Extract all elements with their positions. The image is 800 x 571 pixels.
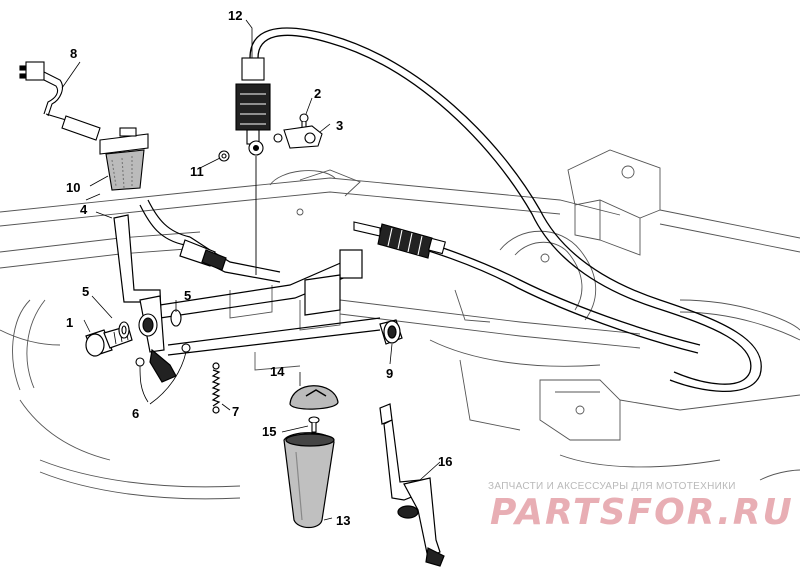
- lever-arm-4: [113, 214, 177, 383]
- nut-9: [379, 319, 403, 345]
- callout-7: 7: [232, 404, 239, 419]
- watermark: ЗАПЧАСТИ И АКСЕССУАРЫ ДЛЯ МОТОТЕХНИКИ PA…: [488, 481, 794, 533]
- callout-9: 9: [386, 366, 393, 381]
- leader-lines: [61, 19, 441, 521]
- callout-15: 15: [262, 424, 276, 439]
- cable-12-upper-fitting: [235, 57, 271, 156]
- callout-14: 14: [270, 364, 285, 379]
- bracket-3: [273, 125, 323, 149]
- callout-labels: 1 2 3 4 5 5 6 7 8 9 10 11 12 13 14 15 16: [66, 8, 452, 528]
- cable-boot-front: [353, 221, 446, 259]
- callout-6: 6: [132, 406, 139, 421]
- grip-10: [99, 127, 149, 191]
- callout-12: 12: [228, 8, 242, 23]
- cable-lower: [139, 199, 281, 283]
- switch-8: [19, 61, 101, 141]
- callout-2: 2: [314, 86, 321, 101]
- knob-body-13: [283, 432, 335, 529]
- cable-12: [249, 27, 762, 393]
- bushing-5: [138, 313, 158, 337]
- callout-3: 3: [336, 118, 343, 133]
- screw-15: [308, 416, 320, 433]
- callout-5a: 5: [82, 284, 89, 299]
- chassis-frame: [0, 149, 800, 500]
- callout-4: 4: [80, 202, 88, 217]
- shift-lever-16: [379, 403, 445, 567]
- callout-10: 10: [66, 180, 80, 195]
- callout-5b: 5: [184, 288, 191, 303]
- knob-cap-14: [289, 385, 339, 410]
- washer-5-right: [170, 309, 182, 327]
- callout-8: 8: [70, 46, 77, 61]
- callout-16: 16: [438, 454, 452, 469]
- spring-7: [211, 362, 221, 414]
- clip-11: [218, 150, 230, 162]
- washer-5-left: [118, 321, 130, 339]
- callout-11: 11: [190, 164, 204, 179]
- watermark-brand: PARTSFOR.RU: [490, 492, 794, 533]
- callout-1: 1: [66, 315, 73, 330]
- watermark-tagline: ЗАПЧАСТИ И АКСЕССУАРЫ ДЛЯ МОТОТЕХНИКИ: [488, 481, 736, 492]
- pedal-crossbar: [159, 249, 381, 356]
- callout-13: 13: [336, 513, 350, 528]
